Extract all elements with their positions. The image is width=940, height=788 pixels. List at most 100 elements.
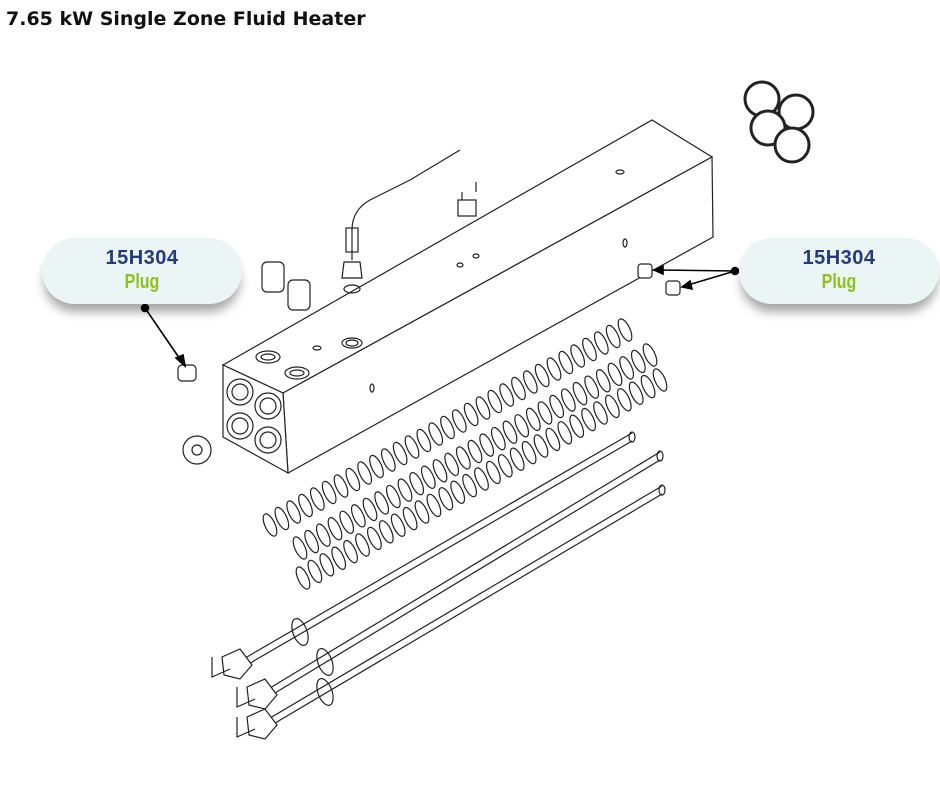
coil-turn	[274, 506, 290, 531]
coil-turn	[642, 343, 658, 367]
heating-coils	[262, 318, 668, 590]
coil-turn	[397, 478, 413, 502]
coil-turn	[345, 467, 361, 492]
coil-turn	[607, 362, 623, 386]
coil-turn	[616, 388, 632, 412]
coil-turn	[404, 435, 420, 459]
coil-turn	[392, 441, 408, 466]
coil-turn	[440, 415, 455, 440]
coil	[262, 318, 633, 537]
coil-turn	[309, 487, 325, 511]
coil-turn	[455, 446, 471, 470]
coil-turn	[485, 460, 501, 485]
coil-turn	[467, 439, 483, 464]
lead-wire	[211, 657, 231, 678]
part-name: Plug	[821, 271, 857, 293]
leader-lines	[140, 264, 740, 369]
coil-turn	[490, 426, 506, 451]
coil-turn	[525, 407, 541, 432]
heater-elements	[211, 431, 666, 740]
coil	[292, 343, 658, 560]
coil-turn	[428, 422, 444, 446]
coil-turn	[409, 471, 425, 496]
coil-turn	[545, 427, 561, 452]
coil-turn	[319, 553, 335, 577]
coil-turn	[343, 539, 359, 564]
rod-edge	[264, 451, 661, 692]
coil-turn	[366, 526, 382, 551]
coil-turn	[514, 414, 530, 438]
lead-wire	[236, 687, 256, 708]
heater-element	[236, 484, 666, 740]
coil	[295, 368, 668, 590]
fittings	[261, 261, 311, 311]
coil-turn	[502, 420, 518, 444]
rod-edge	[264, 459, 661, 700]
coil-turn	[402, 506, 418, 531]
coil-turn	[451, 409, 467, 433]
part-name: Plug	[124, 271, 160, 293]
coil-turn	[474, 467, 489, 491]
coil-turn	[479, 433, 495, 457]
coil-turn	[362, 497, 378, 522]
coil-turn	[444, 452, 460, 477]
coil-turn	[557, 421, 573, 445]
coil-turn	[462, 473, 478, 498]
coil-turn	[628, 381, 644, 405]
coil-turn	[463, 402, 479, 427]
coil-turn	[619, 356, 635, 380]
coil-turn	[426, 493, 442, 518]
coil-turn	[521, 440, 537, 465]
coil-turn	[630, 349, 646, 374]
coil-turn	[569, 414, 585, 438]
coil-turn	[593, 401, 608, 425]
heater-element	[236, 450, 664, 710]
rod-edge	[239, 440, 633, 670]
coil-turn	[652, 368, 668, 392]
coil-turn	[414, 500, 430, 524]
coil-turn	[509, 447, 525, 471]
coil-turn	[584, 375, 600, 399]
hex-nut	[246, 678, 278, 710]
rod-tip	[658, 484, 666, 496]
o-ring	[316, 648, 334, 676]
coil-turn	[292, 536, 308, 560]
coil-turn	[385, 484, 401, 509]
coil-turn	[570, 344, 586, 368]
coil-turn	[640, 374, 656, 399]
page-title: 7.65 kW Single Zone Fluid Heater	[6, 8, 366, 30]
coil-turn	[307, 559, 323, 584]
o-ring	[291, 618, 309, 646]
coil-turn	[546, 357, 562, 381]
coil-turn	[380, 448, 396, 472]
coil-turn	[511, 376, 526, 401]
coil-turn	[295, 566, 311, 590]
coil-turn	[604, 394, 620, 419]
coil-turn	[450, 480, 466, 504]
coil-turn	[304, 529, 320, 554]
hex-nut	[246, 708, 278, 740]
coil-turn	[315, 523, 331, 547]
hex-nut	[221, 648, 253, 680]
coil-turn	[581, 407, 597, 432]
coil-turn	[438, 487, 454, 511]
coil-turn	[572, 381, 588, 406]
coil-turn	[537, 401, 553, 425]
coil-turn	[499, 383, 515, 407]
coil-turn	[350, 504, 366, 528]
heater-block	[221, 119, 714, 475]
coil-turn	[262, 513, 278, 537]
coil-turn	[331, 546, 347, 570]
heater-element	[211, 431, 636, 680]
coil-turn	[558, 350, 574, 375]
coil-turn	[549, 394, 565, 419]
coil-turn	[355, 533, 370, 557]
coil-turn	[369, 454, 384, 479]
temperature-sensor	[341, 149, 461, 294]
coil-turn	[298, 493, 313, 518]
coil-turn	[497, 454, 513, 478]
coil-turn	[416, 428, 432, 453]
coil-turn	[378, 520, 394, 544]
rod-edge	[239, 432, 633, 662]
callout-left-plug: 15H304 Plug	[42, 238, 242, 304]
